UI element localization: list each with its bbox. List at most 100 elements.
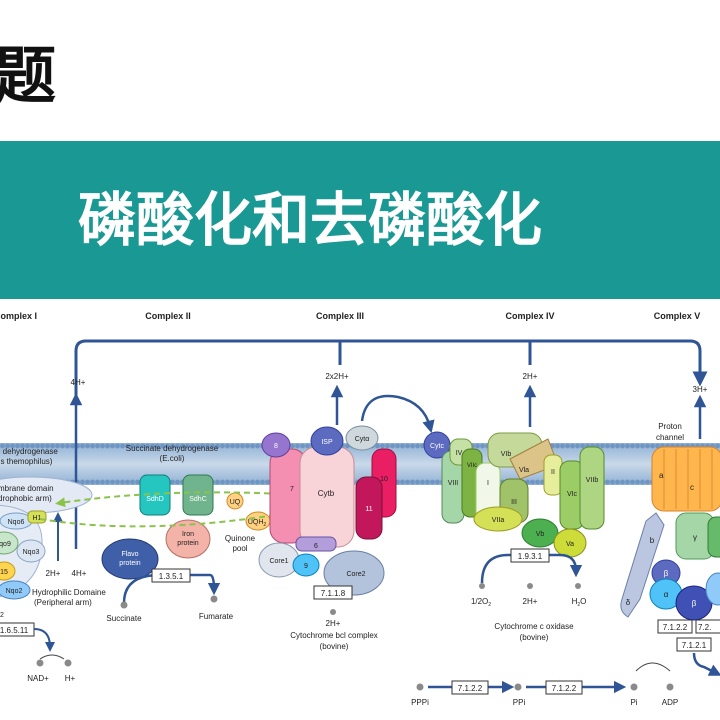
complex-ii-flavo-protein: [101, 538, 159, 580]
complex-ii-product-label: Fumarate: [199, 612, 234, 621]
complex-iv-name-line2: (bovine): [520, 633, 549, 642]
slide-title: 磷酸化和去磷酸化: [78, 186, 543, 254]
complex-i-ec-label: 1.6.5.11: [0, 626, 29, 635]
complex-iii-unit-9: [292, 553, 320, 577]
complex-i-unit-nqo2: [0, 580, 31, 600]
complex-i-nadh-arrow: [33, 628, 55, 652]
complex-v-proton-up-label: 3H+: [693, 385, 708, 394]
complex-i-unit-nqo9-label: qo9: [0, 541, 11, 548]
complex-v-unit-beta2-label: β: [692, 599, 697, 608]
complex-i-product2-node: [64, 659, 72, 667]
complex-ii-sdhd-label: SdhD: [146, 496, 164, 503]
complex-ii-uq-label: UQ: [230, 499, 241, 506]
complex-iii-core2: [323, 550, 385, 596]
complex-ii-uqh2-sub: 2: [263, 522, 266, 528]
complex-iv-unit-i-label: I: [487, 480, 489, 487]
complex-iv-header: Complex IV: [505, 311, 554, 321]
complex-ii-sdhd: [139, 474, 171, 516]
complex-iv-unit-vb: [521, 518, 559, 548]
complex-iii-ec-label: 7.1.1.8: [321, 589, 346, 598]
complex-iv-product-label: H2O: [572, 597, 587, 608]
ppi-label: PPi: [513, 698, 526, 707]
complex-ii: Succinate dehydrogenase (E.coli) SdhD Sd…: [39, 444, 305, 623]
complex-i-domain-line1: mbrane domain: [0, 484, 54, 493]
complex-ii-substrate-node: [120, 601, 128, 609]
complex-iii-unit-10-label: 10: [380, 476, 388, 483]
complex-iii-unit-8: [261, 432, 291, 458]
complex-v-side-unit: [707, 516, 720, 558]
complex-iv-product-main: H: [572, 597, 578, 606]
complex-iii-cytc-arrow: [360, 394, 435, 434]
complex-v-product1-label: Pi: [630, 698, 637, 707]
complex-iv-unit-va-label: Va: [566, 541, 574, 548]
complex-iv-unit-viia-label: VIIa: [492, 517, 505, 524]
complex-v-ec3-label: 7.1.2.1: [682, 641, 707, 650]
complex-v-unit-c-label: c: [690, 483, 694, 492]
complex-i-unit-2-label: .2: [0, 612, 4, 619]
complex-v-atp-arrow: [692, 652, 720, 676]
complex-ii-ec-label: 1.3.5.1: [159, 572, 184, 581]
complex-iv-unit-viic-label: VIIc: [467, 463, 477, 469]
complex-i-unit-nqo9: [0, 531, 19, 555]
complex-iii-proton-in-label: 2H+: [326, 619, 341, 628]
complex-i-unit-nqo6-label: Nqo6: [8, 519, 25, 526]
complex-i-unit-nqo3-label: Nqo3: [23, 549, 40, 556]
complex-iv-product-node: [575, 583, 581, 589]
complex-ii-flavo-line2: protein: [119, 560, 141, 567]
title-banner: 磷酸化和去磷酸化: [0, 141, 720, 299]
bottom-ec-b-label: 7.1.2.2: [552, 684, 577, 693]
complex-v-unit-gamma-label: γ: [693, 533, 697, 542]
complex-i-unit-nqo2-label: Nqo2: [6, 588, 23, 595]
proton-circuit-line: [74, 339, 708, 399]
complex-i-proton-in-label-1: 2H+: [46, 569, 61, 578]
complex-v-stator-b: [620, 512, 665, 618]
complex-iii-unit-6: [295, 536, 337, 552]
complex-iv-substrate-sub: 2: [488, 602, 491, 608]
complex-v-right-unit: [705, 572, 720, 606]
ppi-node: [514, 683, 522, 691]
complex-iv-substrate-label: 1/2O2: [471, 597, 491, 608]
complex-i-product1-node: [36, 659, 44, 667]
complex-ii-substrate-label: Succinate: [106, 614, 142, 623]
complex-v-ec2-label: 7.2.: [698, 623, 711, 632]
complex-i-proton-up-label: 4H+: [71, 378, 86, 387]
complex-ii-flavo-line1: Flavo: [121, 551, 138, 558]
complex-iii-unit-11-label: 11: [365, 506, 372, 513]
complex-iii-core2-label: Core2: [346, 571, 365, 578]
complex-v: 3H+ Proton channel a c b δ γ β α β 7.1.2…: [620, 385, 720, 707]
complex-ii-ec-box: [151, 568, 191, 583]
complex-i: 4H+ e dehydrogenase us themophilus) mbra…: [0, 378, 106, 683]
complex-iii-isp-label: ISP: [321, 439, 333, 446]
complex-v-unit-alpha-label: α: [664, 590, 669, 599]
complex-v-ec1-label: 7.1.2.2: [663, 623, 688, 632]
complex-iv-unit-vic-label: VIc: [567, 491, 578, 498]
complex-iii-header: Complex III: [316, 311, 364, 321]
quinone-dashed-arrow-lower: [39, 506, 305, 528]
complex-i-product-bracket: [39, 654, 65, 660]
oxidative-phosphorylation-diagram: Complex I Complex II Complex III Complex…: [0, 311, 720, 707]
bottom-ec-a-label: 7.1.2.2: [458, 684, 483, 693]
complex-iii-unit-8-label: 8: [274, 443, 278, 450]
complex-iv-product-tail: O: [580, 597, 586, 606]
complex-ii-name-line1: Succinate dehydrogenase: [126, 444, 219, 453]
complex-iv-unit-vla-label: Vla: [519, 467, 529, 474]
complex-i-unit-15-label: 15: [0, 569, 8, 576]
complex-iv-unit-viib: [579, 446, 605, 530]
complex-v-channel-line2: channel: [656, 433, 684, 442]
complex-iv-product-sub: 2: [577, 602, 580, 608]
complex-iii: 2x2H+ 7 Cytb 10 11 8 ISP Cytα 6 Core1 9 …: [258, 372, 451, 651]
complex-i-unit-h1-label: H1: [33, 515, 42, 522]
complex-iv-unit-vb-label: Vb: [536, 531, 545, 538]
pppi-node: [416, 683, 424, 691]
complex-iv-substrate-node: [479, 583, 485, 589]
complex-i-name-line2: us themophilus): [0, 457, 53, 466]
complex-iv-ec-label: 1.9.3.1: [518, 552, 543, 561]
complex-v-channel-line1: Proton: [658, 422, 682, 431]
complex-iii-unit-9-label: 9: [304, 563, 308, 570]
complex-iii-cyta-label: Cytα: [355, 436, 370, 443]
complex-v-product2-node: [666, 683, 674, 691]
complex-iii-name-line1: Cytochrome bcl complex: [290, 631, 378, 640]
complex-i-hydrophilic-line2: (Peripheral arm): [34, 598, 92, 607]
complex-ii-sdhc: [182, 474, 214, 516]
complex-v-product1-node: [630, 683, 638, 691]
